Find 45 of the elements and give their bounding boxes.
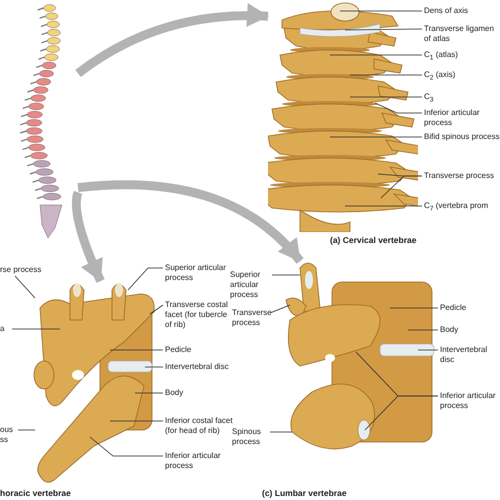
- curved-arrow: [78, 180, 304, 264]
- leader-line: [272, 274, 300, 276]
- anatomy-label: Transverse process: [424, 171, 500, 181]
- anatomy-label: Body: [165, 388, 235, 398]
- leader-line: [330, 136, 422, 138]
- anatomy-label: Inferior articular process: [424, 108, 500, 128]
- anatomy-label: C$_{3}$: [424, 92, 500, 106]
- anatomy-label: C$_{2}$ (axis): [424, 70, 500, 84]
- curved-arrow: [75, 4, 269, 78]
- leader-line: [12, 328, 60, 330]
- anatomy-label: ous ss: [0, 425, 16, 445]
- anatomy-label: C$_{1}$ (atlas): [424, 50, 500, 64]
- leader-line: [14, 276, 36, 298]
- curved-arrow: [72, 191, 105, 283]
- anatomy-label: Intervertebral disc: [165, 362, 235, 372]
- leader-line: [364, 396, 438, 430]
- leader-line: [270, 304, 290, 314]
- leader-line: [374, 102, 422, 114]
- anatomy-label: Pedicle: [165, 345, 235, 355]
- leader-line: [128, 268, 164, 290]
- anatomy-label: Inferior articular process: [165, 451, 235, 471]
- anatomy-label: Dens of axis: [424, 6, 500, 16]
- figure-caption: (a) Cervical vertebrae: [330, 235, 416, 245]
- leader-line: [344, 28, 422, 30]
- leader-line: [150, 304, 164, 314]
- anatomy-label: rse process: [0, 265, 45, 275]
- leader-line: [134, 392, 164, 394]
- anatomy-label: Spinous process: [232, 427, 268, 447]
- leader-line: [350, 74, 422, 76]
- anatomy-label: Intervertebral disc: [440, 345, 498, 365]
- leader-line: [350, 96, 422, 98]
- leader-line: [380, 176, 422, 198]
- anatomy-label: Inferior articular process: [440, 391, 498, 411]
- anatomy-label: Bifid spinous process: [424, 132, 500, 142]
- leader-line: [144, 366, 164, 368]
- figure-caption: (c) Lumbar vertebrae: [262, 488, 347, 498]
- anatomy-label: Pedicle: [440, 303, 498, 313]
- leader-line: [330, 54, 422, 56]
- figure-caption: horacic vertebrae: [0, 488, 71, 498]
- anatomy-label: C$_{7}$ (vertebra prom: [424, 201, 500, 215]
- anatomy-label: Superior articular process: [230, 270, 270, 300]
- anatomy-label: a: [0, 324, 10, 334]
- anatomy-label: Transverse ligamen of atlas: [424, 24, 500, 44]
- anatomy-label: Body: [440, 325, 498, 335]
- leader-line: [340, 10, 422, 12]
